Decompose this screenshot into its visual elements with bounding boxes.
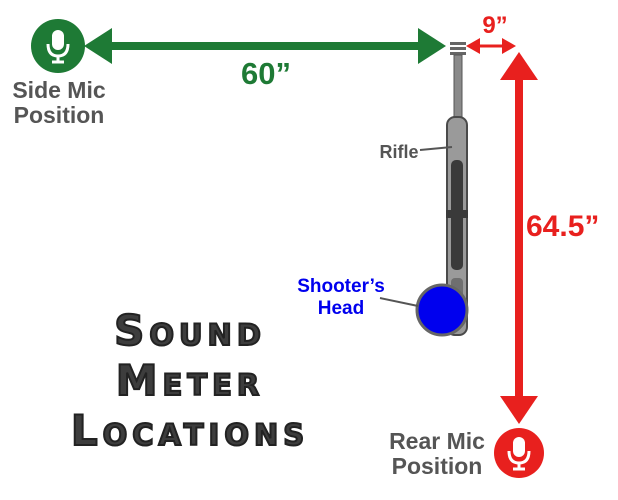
rear-mic-label-line1: Rear Mic — [389, 428, 485, 454]
rear-distance-arrow — [500, 52, 538, 424]
title-line-2: Meter — [115, 355, 265, 406]
side-mic-label-line2: Position — [13, 102, 105, 128]
shooter-head-label-line2: Head — [317, 298, 365, 319]
side-distance-label: 60” — [241, 56, 291, 91]
side-mic-label-line1: Side Mic — [12, 77, 106, 103]
shooter-head-label-line1: Shooter’s — [297, 276, 385, 297]
shooter-head — [415, 283, 469, 337]
shooter-head-label: Shooter’s Head — [296, 276, 386, 320]
rifle-pointer-line — [419, 146, 453, 151]
rear-mic-label-line2: Position — [391, 453, 483, 479]
rear-distance-label: 64.5” — [526, 210, 600, 243]
shooter-pointer-line — [379, 297, 419, 307]
rear-mic-label: Rear Mic Position — [382, 429, 492, 479]
offset-distance-label: 9” — [482, 12, 508, 39]
diagram-title: Sound Meter Locations — [20, 305, 360, 456]
title-line-3: Locations — [70, 405, 310, 456]
offset-distance-arrow — [466, 38, 516, 54]
side-distance-arrow — [84, 28, 446, 64]
side-mic-label: Side Mic Position — [4, 78, 114, 128]
title-line-1: Sound — [113, 305, 266, 356]
rifle-label: Rifle — [379, 142, 419, 162]
side-mic-icon — [31, 19, 85, 73]
rear-mic-icon — [494, 428, 544, 478]
